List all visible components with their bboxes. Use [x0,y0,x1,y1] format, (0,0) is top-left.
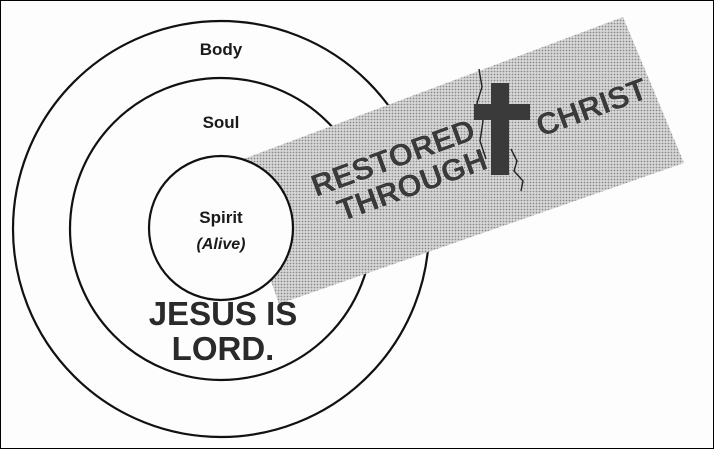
restored-band: RESTORED THROUGH CHRIST [230,17,684,304]
spirit-note: (Alive) [197,236,246,253]
declaration-line-2: LORD. [172,330,275,367]
declaration-line-1: JESUS IS [149,295,298,332]
crack-line [510,148,524,192]
spirit-circle [147,154,295,302]
soul-label: Soul [203,113,240,132]
spirit-label: Spirit [199,208,243,227]
body-label: Body [200,40,243,59]
cross-icon [474,83,530,175]
